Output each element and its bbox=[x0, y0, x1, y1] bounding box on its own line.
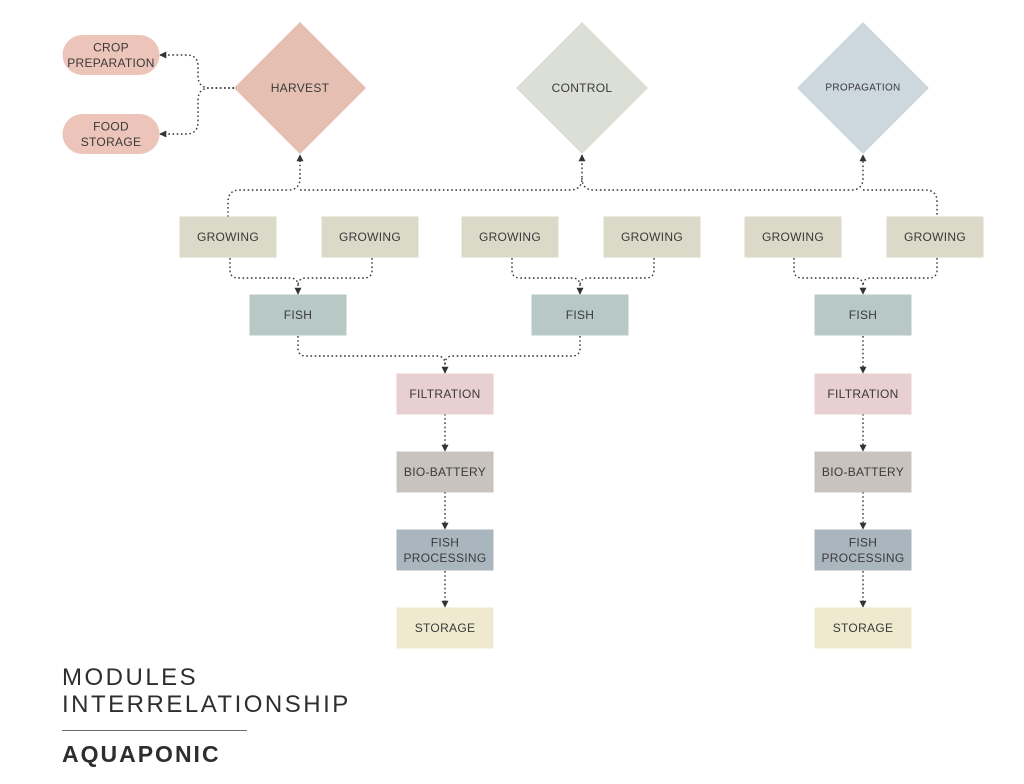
growing-module-6: GROWING bbox=[886, 216, 984, 258]
heading-divider bbox=[62, 730, 247, 731]
filtration-module-1-label: FILTRATION bbox=[409, 387, 480, 401]
growing-module-2-label: GROWING bbox=[339, 230, 401, 244]
fish-module-3-shape bbox=[814, 294, 912, 336]
diamond-harvest-shape bbox=[234, 22, 366, 154]
fish-module-1: FISH bbox=[249, 294, 347, 336]
storage-module-1: STORAGE bbox=[396, 607, 494, 649]
growing-module-1: GROWING bbox=[179, 216, 277, 258]
growing-module-4: GROWING bbox=[603, 216, 701, 258]
pill-crop-preparation-shape bbox=[62, 35, 160, 75]
pill-crop-preparation-label-line-2: PREPARATION bbox=[67, 56, 155, 70]
connector-growing3-fish2 bbox=[511, 258, 584, 295]
diamond-harvest-label: HARVEST bbox=[271, 81, 330, 95]
connector-bus-to-control bbox=[300, 154, 586, 191]
diamond-harvest: HARVEST bbox=[234, 22, 366, 154]
storage-module-2-shape bbox=[814, 607, 912, 649]
fish-module-3: FISH bbox=[814, 294, 912, 336]
pill-food-storage-label-line-2: STORAGE bbox=[81, 135, 142, 149]
fish-module-2-label: FISH bbox=[566, 308, 595, 322]
bio-battery-module-1-shape bbox=[396, 451, 494, 493]
connector-growing4-fish2 bbox=[579, 258, 655, 287]
growing-module-5: GROWING bbox=[744, 216, 842, 258]
diamond-control-label: CONTROL bbox=[552, 81, 613, 95]
growing-module-3-shape bbox=[461, 216, 559, 258]
growing-module-2-shape bbox=[321, 216, 419, 258]
fish-module-2: FISH bbox=[531, 294, 629, 336]
heading-line-2: INTERRELATIONSHIP bbox=[62, 691, 351, 718]
fish-processing-module-1: FISH PROCESSING bbox=[396, 529, 494, 571]
pill-food-storage-label-line-1: FOOD bbox=[93, 119, 129, 133]
pill-crop-preparation: CROP PREPARATION bbox=[62, 35, 160, 75]
growing-module-3: GROWING bbox=[461, 216, 559, 258]
growing-module-5-label: GROWING bbox=[762, 230, 824, 244]
fish-processing-module-2-label-line-1: FISH bbox=[849, 535, 878, 549]
heading-subtitle: AQUAPONIC bbox=[62, 741, 221, 767]
growing-module-6-shape bbox=[886, 216, 984, 258]
storage-module-2-label: STORAGE bbox=[833, 621, 894, 635]
filtration-module-2-shape bbox=[814, 373, 912, 415]
growing-module-6-label: GROWING bbox=[904, 230, 966, 244]
diamond-propagation-shape bbox=[797, 22, 929, 154]
connector-fish1-filtration1 bbox=[297, 336, 449, 374]
bio-battery-module-2-label: BIO-BATTERY bbox=[822, 465, 904, 479]
filtration-module-2: FILTRATION bbox=[814, 373, 912, 415]
growing-module-5-shape bbox=[744, 216, 842, 258]
fish-processing-module-2: FISH PROCESSING bbox=[814, 529, 912, 571]
fish-processing-module-1-label-line-2: PROCESSING bbox=[403, 551, 486, 565]
bio-battery-module-2: BIO-BATTERY bbox=[814, 451, 912, 493]
bio-battery-module-1-label: BIO-BATTERY bbox=[404, 465, 486, 479]
connectors bbox=[159, 51, 938, 608]
fish-processing-module-2-shape bbox=[814, 529, 912, 571]
fish-processing-module-1-shape bbox=[396, 529, 494, 571]
diamond-propagation-label: PROPAGATION bbox=[825, 83, 900, 94]
diamond-control-shape bbox=[516, 22, 648, 154]
fish-module-2-shape bbox=[531, 294, 629, 336]
connector-growing2-fish1 bbox=[297, 258, 373, 287]
heading-line-1: MODULES bbox=[62, 664, 199, 691]
connector-growing5-fish3 bbox=[793, 258, 867, 295]
fish-module-1-label: FISH bbox=[284, 308, 313, 322]
diamond-propagation: PROPAGATION bbox=[797, 22, 929, 154]
growing-module-1-label: GROWING bbox=[197, 230, 259, 244]
fish-processing-module-2-label-line-2: PROCESSING bbox=[821, 551, 904, 565]
connector-bus-to-propagation bbox=[581, 154, 867, 191]
connector-fish2-filtration1 bbox=[444, 336, 581, 365]
storage-module-2: STORAGE bbox=[814, 607, 912, 649]
filtration-module-2-label: FILTRATION bbox=[827, 387, 898, 401]
growing-module-3-label: GROWING bbox=[479, 230, 541, 244]
pill-food-storage: FOOD STORAGE bbox=[62, 114, 160, 154]
bio-battery-module-2-shape bbox=[814, 451, 912, 493]
connector-growing-up-left bbox=[227, 154, 304, 217]
filtration-module-1-shape bbox=[396, 373, 494, 415]
growing-module-4-label: GROWING bbox=[621, 230, 683, 244]
fish-processing-module-1-label-line-1: FISH bbox=[431, 535, 460, 549]
growing-module-2: GROWING bbox=[321, 216, 419, 258]
fish-module-1-shape bbox=[249, 294, 347, 336]
connector-harvest-food-storage bbox=[159, 87, 234, 138]
storage-module-1-shape bbox=[396, 607, 494, 649]
diamond-control: CONTROL bbox=[516, 22, 648, 154]
pill-food-storage-shape bbox=[62, 114, 160, 154]
bio-battery-module-1: BIO-BATTERY bbox=[396, 451, 494, 493]
filtration-module-1: FILTRATION bbox=[396, 373, 494, 415]
growing-module-1-shape bbox=[179, 216, 277, 258]
connector-growing6-fish3 bbox=[862, 258, 938, 287]
pill-crop-preparation-label-line-1: CROP bbox=[93, 40, 129, 54]
connector-growing1-fish1 bbox=[229, 258, 302, 295]
connector-harvest-crop-preparation bbox=[159, 51, 234, 89]
connector-growing-up-right bbox=[863, 189, 938, 217]
storage-module-1-label: STORAGE bbox=[415, 621, 476, 635]
growing-module-4-shape bbox=[603, 216, 701, 258]
fish-module-3-label: FISH bbox=[849, 308, 878, 322]
